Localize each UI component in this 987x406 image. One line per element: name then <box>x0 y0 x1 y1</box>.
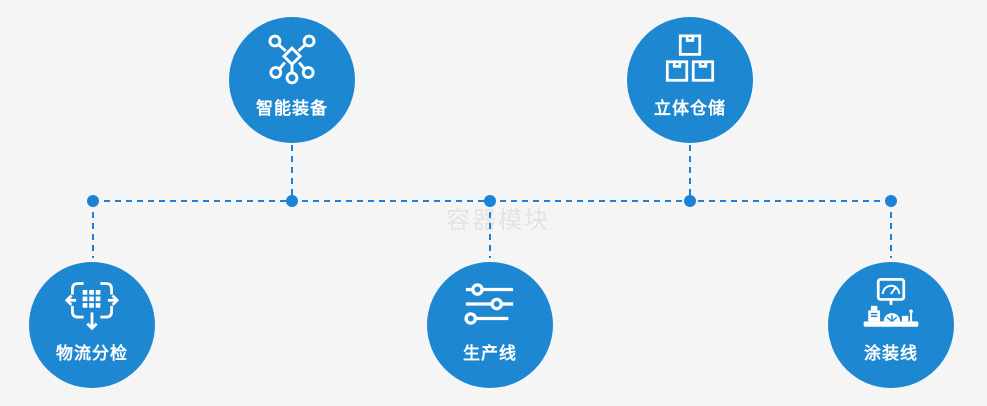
stacked-boxes-icon <box>627 32 753 86</box>
node-label: 涂装线 <box>864 344 918 363</box>
machine-monitor-icon <box>828 277 954 331</box>
node-label: 智能装备 <box>256 99 328 118</box>
junction-dot <box>885 195 897 207</box>
sliders-icon <box>427 277 553 331</box>
node-label: 生产线 <box>463 344 517 363</box>
junction-dot <box>684 195 696 207</box>
distribute-arrows-icon <box>29 277 155 331</box>
node-label: 物流分检 <box>56 344 128 363</box>
node-production-line: 生产线 <box>427 262 553 388</box>
watermark-text: 容器模块 <box>446 207 550 234</box>
node-smart-equipment: 智能装备 <box>229 17 355 143</box>
network-nodes-icon <box>229 32 355 86</box>
node-stereoscopic-warehouse: 立体仓储 <box>627 17 753 143</box>
node-logistics-sorting: 物流分检 <box>29 262 155 388</box>
junction-dot <box>286 195 298 207</box>
junction-dot <box>87 195 99 207</box>
node-label: 立体仓储 <box>654 99 726 118</box>
node-painting-line: 涂装线 <box>828 262 954 388</box>
